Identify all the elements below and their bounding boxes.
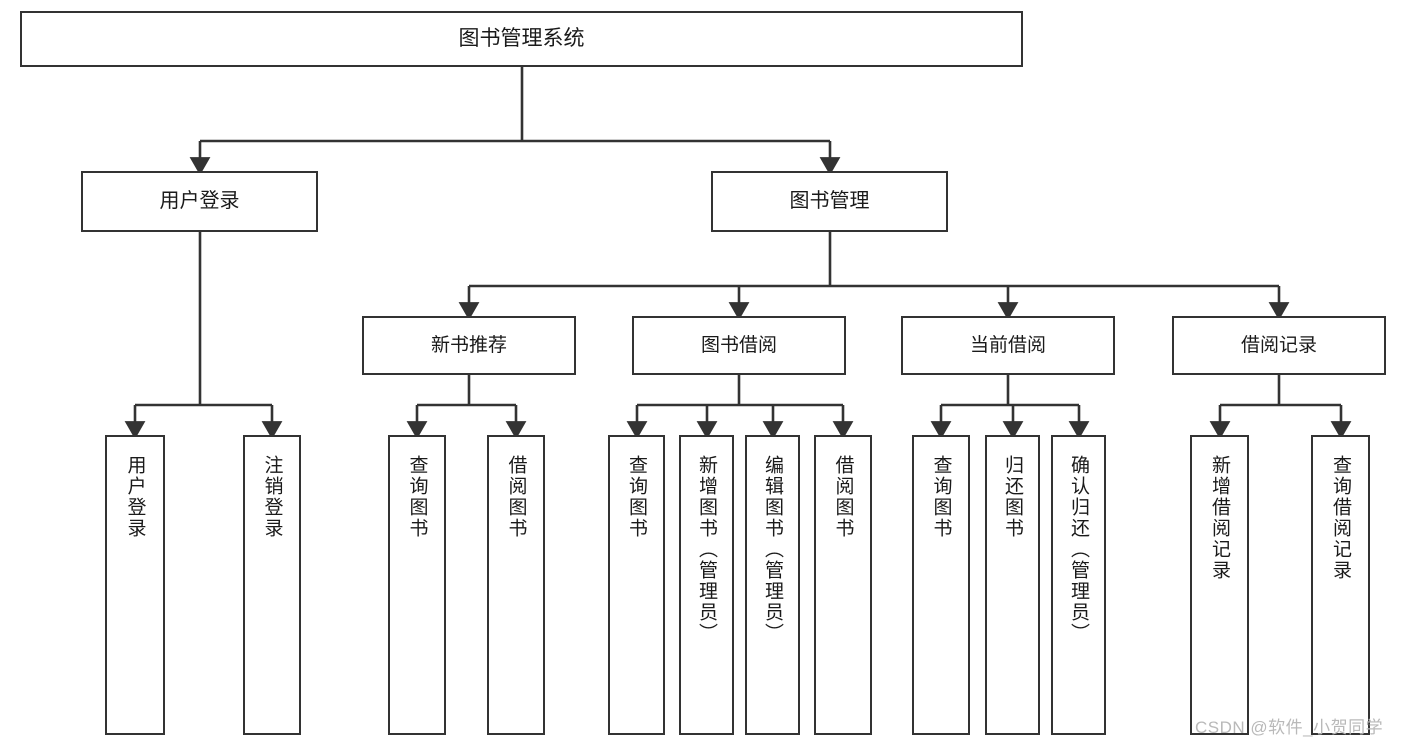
- node-bookmgmt[interactable]: 图书管理: [711, 171, 948, 232]
- node-label: 借阅记录: [1240, 334, 1317, 356]
- leaf-node-leaf-query-record[interactable]: 查询借阅记录: [1311, 435, 1370, 735]
- node-borrow[interactable]: 图书借阅: [632, 316, 846, 375]
- node-label: 当前借阅: [969, 334, 1046, 356]
- node-label: 归还图书: [1002, 455, 1023, 539]
- node-label: 借阅图书: [505, 455, 527, 539]
- leaf-node-leaf-borrow-book-2[interactable]: 借阅图书: [814, 435, 872, 735]
- csdn-watermark: CSDN @软件_小贺同学: [1195, 718, 1384, 737]
- leaf-node-leaf-return-book[interactable]: 归还图书: [985, 435, 1040, 735]
- node-label: 用户登录: [159, 190, 240, 212]
- node-login[interactable]: 用户登录: [81, 171, 318, 232]
- node-label: 查询图书: [406, 455, 428, 539]
- node-label: 借阅图书: [832, 455, 854, 539]
- leaf-node-leaf-borrow-book-1[interactable]: 借阅图书: [487, 435, 545, 735]
- leaf-node-leaf-confirm-return[interactable]: 确认归还（管理员）: [1051, 435, 1106, 735]
- node-label: 新增借阅记录: [1209, 455, 1230, 581]
- node-label: 图书管理: [789, 190, 870, 212]
- node-label: 编辑图书（管理员）: [762, 455, 783, 644]
- node-label: 查询图书: [626, 455, 647, 539]
- node-root[interactable]: 图书管理系统: [20, 11, 1023, 67]
- node-label: 确认归还（管理员）: [1068, 455, 1089, 644]
- node-label: 查询图书: [930, 455, 952, 539]
- node-newbook[interactable]: 新书推荐: [362, 316, 576, 375]
- node-label: 图书管理系统: [458, 26, 585, 50]
- node-records[interactable]: 借阅记录: [1172, 316, 1386, 375]
- leaf-node-leaf-user-login[interactable]: 用户登录: [105, 435, 165, 735]
- node-label: 用户登录: [124, 455, 146, 539]
- node-label: 新增图书（管理员）: [696, 455, 717, 644]
- leaf-node-leaf-query-book-3[interactable]: 查询图书: [912, 435, 970, 735]
- node-label: 注销登录: [261, 455, 283, 539]
- leaf-node-leaf-edit-book[interactable]: 编辑图书（管理员）: [745, 435, 800, 735]
- node-label: 新书推荐: [430, 334, 507, 356]
- node-label: 图书借阅: [700, 334, 777, 356]
- leaf-node-leaf-query-book-1[interactable]: 查询图书: [388, 435, 446, 735]
- leaf-node-leaf-query-book-2[interactable]: 查询图书: [608, 435, 665, 735]
- node-label: 查询借阅记录: [1330, 455, 1351, 581]
- leaf-node-leaf-add-book[interactable]: 新增图书（管理员）: [679, 435, 734, 735]
- leaf-node-leaf-logout[interactable]: 注销登录: [243, 435, 301, 735]
- node-current[interactable]: 当前借阅: [901, 316, 1115, 375]
- leaf-node-leaf-add-record[interactable]: 新增借阅记录: [1190, 435, 1249, 735]
